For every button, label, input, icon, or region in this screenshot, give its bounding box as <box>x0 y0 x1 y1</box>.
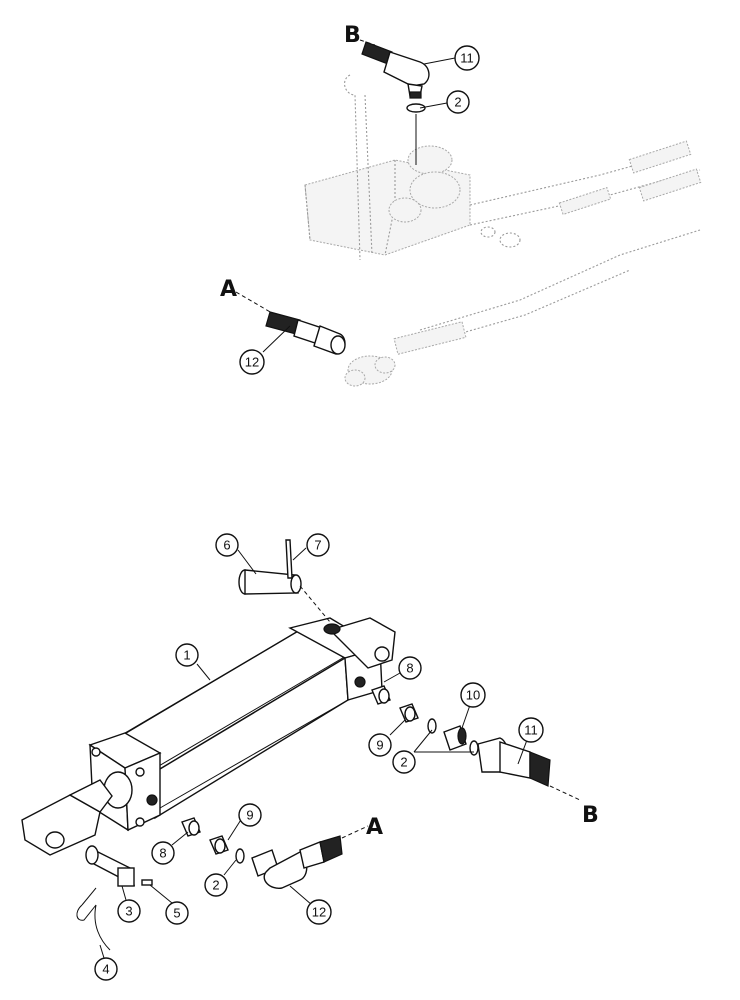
part-6-clevis-pin <box>238 569 331 623</box>
callout-12-top: 12 <box>239 349 265 375</box>
part-7-cotter-pin <box>285 539 293 579</box>
callout-2-top: 2 <box>446 90 470 114</box>
callout-3: 3 <box>117 899 141 923</box>
callout-9-left: 9 <box>238 803 262 827</box>
svg-text:7: 7 <box>314 538 321 553</box>
svg-text:2: 2 <box>400 755 407 770</box>
reference-letter-b-top: B <box>344 23 361 48</box>
svg-text:8: 8 <box>159 846 166 861</box>
part-4-hair-pin-clip <box>76 887 111 951</box>
svg-text:9: 9 <box>376 738 383 753</box>
part-8-adapter-left <box>181 817 201 837</box>
reference-letter-a-bottom: A <box>366 815 383 840</box>
callout-7: 7 <box>306 533 330 557</box>
svg-text:2: 2 <box>454 95 461 110</box>
callout-10: 10 <box>460 682 486 708</box>
svg-text:8: 8 <box>406 661 413 676</box>
callout-11-bottom: 11 <box>518 717 544 743</box>
callout-8-left: 8 <box>151 841 175 865</box>
part-2-o-ring-right-2 <box>469 740 479 756</box>
part-9-adapter-left <box>209 835 229 855</box>
svg-text:5: 5 <box>173 906 180 921</box>
callout-6: 6 <box>215 533 239 557</box>
svg-text:4: 4 <box>102 962 109 977</box>
part-9-adapter-right <box>399 703 419 723</box>
svg-text:6: 6 <box>223 538 230 553</box>
part-12-hose-end-top <box>265 311 346 355</box>
svg-text:1: 1 <box>183 648 190 663</box>
part-1-hydraulic-cylinder <box>21 617 396 856</box>
part-11-elbow-fitting-top <box>361 41 430 99</box>
valve-assembly-ghost <box>304 74 702 387</box>
part-5-roll-pin <box>141 879 153 886</box>
callout-8-right: 8 <box>398 656 422 680</box>
svg-text:11: 11 <box>460 51 474 66</box>
callout-2-right: 2 <box>392 750 416 774</box>
callout-5: 5 <box>165 901 189 925</box>
part-12-elbow-fitting-bottom <box>251 835 343 889</box>
svg-text:2: 2 <box>212 878 219 893</box>
reference-letter-b-bottom: B <box>582 803 599 828</box>
svg-text:12: 12 <box>245 355 259 370</box>
callout-9-right: 9 <box>368 733 392 757</box>
callout-2-left: 2 <box>204 873 228 897</box>
part-11-hose-end-bottom <box>477 737 551 787</box>
svg-text:11: 11 <box>524 723 538 738</box>
callout-1: 1 <box>175 643 199 667</box>
svg-text:9: 9 <box>246 808 253 823</box>
callout-12-bottom: 12 <box>306 899 332 925</box>
part-2-o-ring-top <box>406 103 426 113</box>
reference-letter-a-top: A <box>220 277 237 302</box>
part-10-connector <box>443 725 467 751</box>
svg-text:3: 3 <box>125 904 132 919</box>
svg-text:12: 12 <box>312 905 326 920</box>
svg-text:10: 10 <box>466 688 480 703</box>
part-3-pin <box>85 845 136 887</box>
part-2-o-ring-right-1 <box>427 718 437 734</box>
part-2-o-ring-left <box>235 848 245 864</box>
callout-4: 4 <box>94 957 118 981</box>
callout-11-top: 11 <box>454 45 480 71</box>
part-8-adapter-right <box>371 685 391 705</box>
